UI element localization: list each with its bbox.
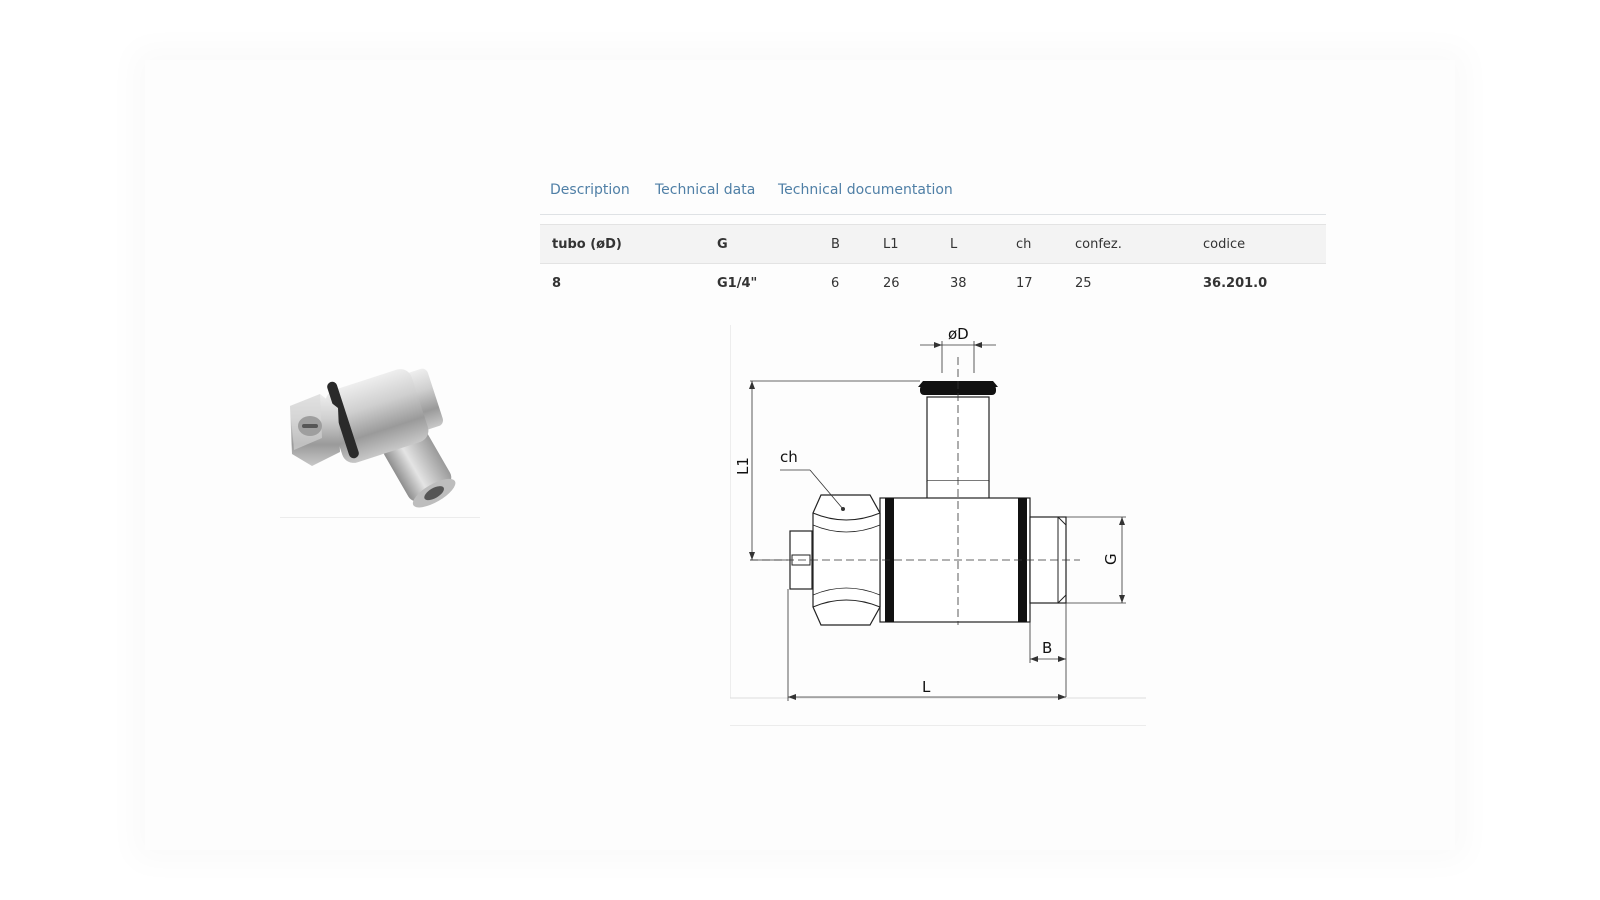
column-header-ch: ch	[1004, 224, 1063, 264]
tab-description[interactable]: Description	[550, 182, 630, 198]
dimension-label-od: øD	[948, 325, 969, 343]
dimension-label-l1: L1	[734, 457, 752, 475]
column-header-tube-diameter: tubo (øD)	[540, 224, 705, 264]
drawing-divider	[730, 725, 1146, 726]
cell-g: G1/4"	[717, 275, 758, 291]
table-row: 8 G1/4" 6 26 38 17 25 36.201.0	[540, 264, 1326, 303]
cell-b: 6	[831, 275, 840, 291]
column-header-g: G	[705, 224, 819, 264]
cell-tube-diameter: 8	[552, 275, 562, 291]
table-header-row: tubo (øD) G B L1 L ch confez. codice	[540, 224, 1326, 264]
tab-bar: Description Technical data Technical doc…	[540, 182, 1326, 215]
cell-l1: 26	[883, 275, 900, 291]
column-header-code: codice	[1191, 224, 1326, 264]
column-header-b: B	[819, 224, 871, 264]
tab-technical-documentation[interactable]: Technical documentation	[778, 182, 953, 198]
cell-l: 38	[950, 275, 967, 291]
cell-code: 36.201.0	[1203, 275, 1268, 291]
column-header-l: L	[938, 224, 1004, 264]
spec-table: tubo (øD) G B L1 L ch confez. codice 8 G…	[540, 224, 1326, 302]
dimension-label-b: B	[1042, 639, 1052, 657]
column-header-l1: L1	[871, 224, 938, 264]
technical-drawing: øD L1 ch G B L	[730, 325, 1146, 701]
cell-ch: 17	[1016, 275, 1033, 291]
product-photo	[290, 368, 456, 508]
dimension-label-l: L	[922, 678, 931, 696]
cell-pack: 25	[1075, 275, 1092, 291]
dimension-label-g: G	[1102, 553, 1120, 565]
column-header-pack: confez.	[1063, 224, 1191, 264]
dimension-label-ch: ch	[780, 448, 798, 466]
tab-technical-data[interactable]: Technical data	[655, 182, 756, 198]
photo-divider	[280, 517, 480, 518]
